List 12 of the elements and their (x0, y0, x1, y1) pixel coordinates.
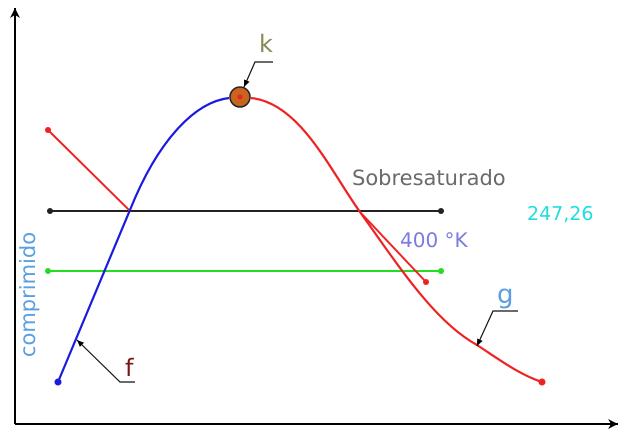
curve-label: f (125, 356, 134, 380)
value-label: 247,26 (527, 205, 594, 224)
curve-label: g (497, 282, 514, 308)
region-label: Sobresaturado (352, 168, 506, 189)
leader-line (476, 310, 518, 346)
curve-label: k (259, 32, 273, 56)
temperature-label: 400 °K (400, 230, 468, 250)
region-label: comprimido (18, 232, 40, 358)
saturation-curve (54, 96, 230, 386)
leader-line (76, 340, 135, 383)
critical-point-marker (229, 86, 251, 108)
leader-line (243, 61, 273, 88)
